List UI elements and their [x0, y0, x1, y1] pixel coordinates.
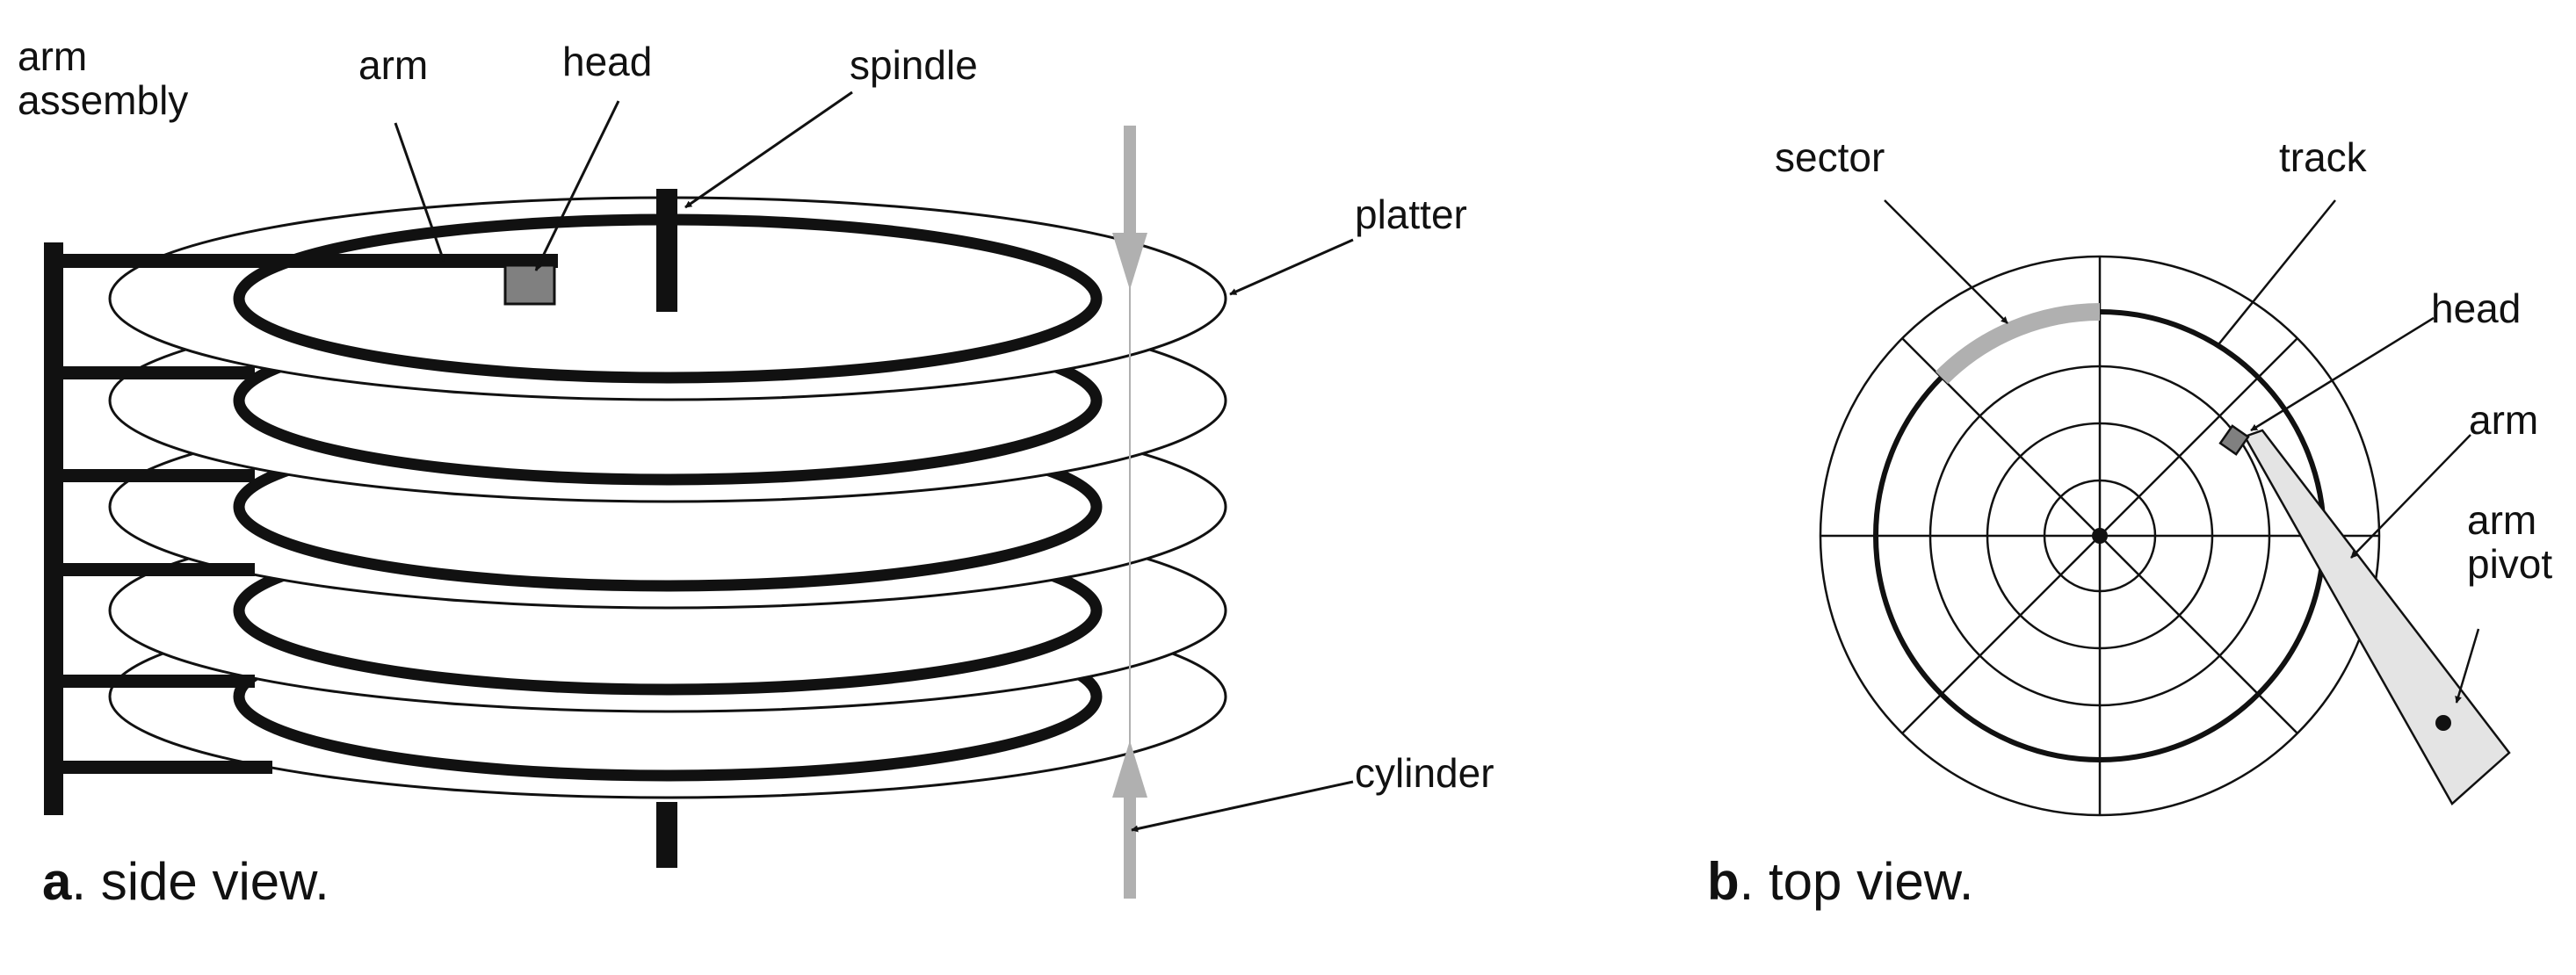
- top-view: sector track head arm arm pivot b. top v…: [1707, 134, 2552, 911]
- arm-label: arm: [358, 42, 428, 88]
- side-view-caption: a. side view.: [42, 852, 329, 911]
- spindle: [656, 189, 677, 868]
- side-view-caption-text: . side view.: [71, 852, 329, 911]
- arm-pivot-point: [2435, 715, 2451, 731]
- top-view-caption: b. top view.: [1707, 852, 1973, 911]
- arm-pivot-label-line1: arm: [2467, 497, 2536, 543]
- arm-assembly-label-line1: arm: [18, 33, 87, 79]
- top-head: [2218, 424, 2250, 456]
- arm-assembly: [44, 242, 558, 815]
- top-arm-label: arm: [2469, 397, 2538, 443]
- head-block: [503, 264, 556, 306]
- track-label: track: [2279, 134, 2368, 180]
- top-view-caption-letter: b: [1707, 852, 1740, 911]
- arm-assembly-label-line2: assembly: [18, 77, 188, 123]
- spindle-label: spindle: [850, 42, 978, 88]
- side-view: arm assembly arm head spindle platter cy…: [18, 33, 1494, 911]
- top-arm: [2243, 429, 2511, 805]
- platter-top-disk: [1819, 255, 2381, 817]
- side-view-caption-letter: a: [42, 852, 72, 911]
- cylinder-label: cylinder: [1355, 750, 1494, 796]
- cylinder-indicator: [1112, 126, 1147, 899]
- top-view-caption-text: . top view.: [1740, 852, 1974, 911]
- top-head-label: head: [2431, 285, 2521, 331]
- arm-pivot-label-line2: pivot: [2467, 541, 2552, 587]
- sector-highlight: [1935, 303, 2101, 385]
- platter-label: platter: [1355, 191, 1467, 237]
- spindle-center: [2092, 528, 2108, 544]
- sector-label: sector: [1775, 134, 1885, 180]
- head-label: head: [562, 39, 652, 84]
